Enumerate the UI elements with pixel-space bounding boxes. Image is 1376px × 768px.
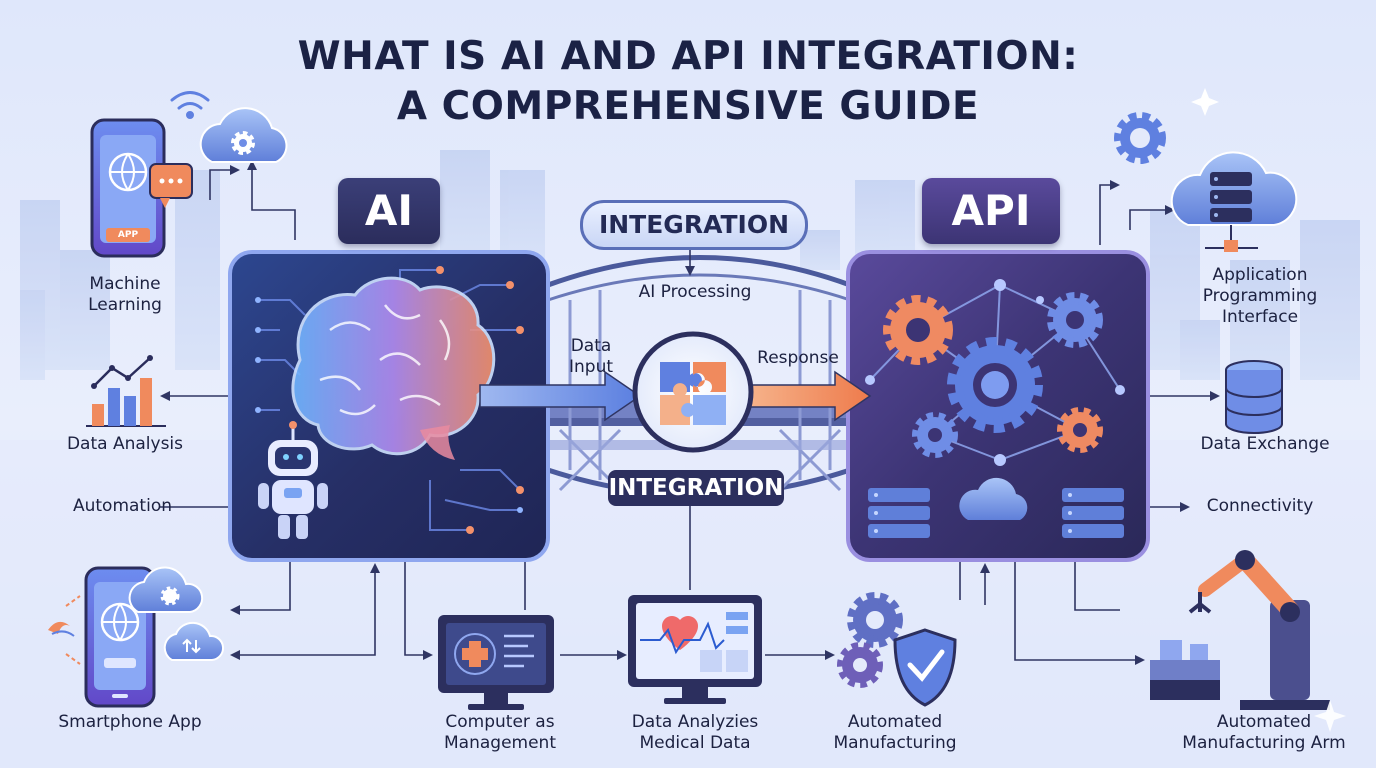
api-label: API	[922, 178, 1060, 244]
gear-icon-blue-right	[1047, 292, 1103, 348]
connectivity-label: Connectivity	[1206, 496, 1314, 516]
gear-icon-orange-small	[1057, 407, 1103, 453]
server-rack-icon-right	[1062, 488, 1124, 538]
cloud-icon-panel	[959, 477, 1028, 520]
phone-icon-top	[90, 118, 166, 258]
gear-icon-orange-large	[883, 295, 953, 365]
data-analysis-label: Data Analysis	[66, 434, 184, 454]
gear-icon-blue-center	[947, 337, 1043, 433]
integration-bottom-label: INTEGRATION	[608, 470, 784, 506]
manufacturing-arm-label: Automated Manufacturing Arm	[1182, 712, 1346, 753]
puzzle-icon	[632, 331, 754, 453]
page-title-line-2: A COMPREHENSIVE GUIDE	[396, 84, 980, 129]
gear-icon-blue-small	[912, 412, 958, 458]
response-arrow	[744, 370, 872, 422]
api-interface-label: Application Programming Interface	[1202, 265, 1318, 327]
data-input-arrow	[479, 370, 642, 422]
chat-bubble-icon	[149, 163, 193, 208]
medical-data-label: Data Analyzies Medical Data	[631, 712, 759, 753]
monitor-heart-icon	[628, 595, 762, 704]
ai-panel	[228, 250, 550, 562]
robotic-arm-icon	[1150, 550, 1330, 710]
gear-icon-top-right	[1114, 112, 1166, 164]
api-panel	[846, 250, 1150, 562]
sparkle-icon	[1191, 88, 1219, 116]
wifi-icon	[170, 91, 210, 119]
bar-chart-icon	[86, 355, 166, 427]
computer-medical-icon	[438, 615, 554, 710]
smartphone-app-label: Smartphone App	[58, 712, 202, 732]
database-icon	[1225, 360, 1283, 434]
automation-label: Automation	[72, 496, 172, 516]
page-title-line-1: WHAT IS AI AND API INTEGRATION:	[297, 34, 1079, 79]
connector-arrowheads	[160, 160, 1220, 665]
response-label: Response	[757, 348, 839, 368]
integration-top-label: INTEGRATION	[580, 200, 808, 250]
app-button-label: APP	[117, 230, 139, 240]
ai-processing-label: AI Processing	[638, 282, 752, 302]
gear-shield-icon	[837, 592, 957, 707]
cloud-server-icon	[1170, 151, 1298, 252]
cloud-sync-icon	[128, 566, 224, 661]
sparkle-icon-bottom	[1314, 700, 1346, 732]
data-input-label: Data Input	[568, 336, 614, 377]
cloud-gear-icon	[199, 107, 288, 163]
server-rack-icon-left	[868, 488, 930, 538]
brain-icon	[291, 276, 496, 460]
automated-manufacturing-label: Automated Manufacturing	[833, 712, 957, 753]
ai-label: AI	[338, 178, 440, 244]
bird-icon	[48, 621, 75, 637]
machine-learning-label: Machine Learning	[88, 274, 162, 315]
connector-lines	[165, 165, 1215, 661]
robot-icon	[258, 421, 328, 539]
computer-management-label: Computer as Management	[444, 712, 556, 753]
data-exchange-label: Data Exchange	[1200, 434, 1330, 454]
